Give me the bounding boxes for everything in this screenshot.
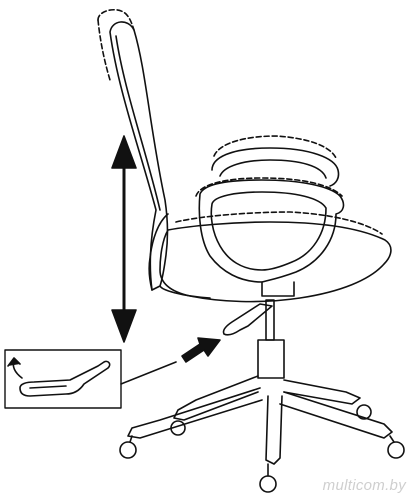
height-arrow-head-up bbox=[111, 135, 137, 169]
backrest-lower-support-inner bbox=[159, 285, 211, 299]
height-adjust-lever bbox=[222, 303, 273, 336]
backrest-inner bbox=[115, 35, 161, 211]
caster-front bbox=[259, 475, 277, 493]
base-leg-front bbox=[265, 395, 283, 465]
inset-lever-pivot bbox=[29, 385, 67, 389]
armrest-frame bbox=[198, 179, 345, 283]
armrest-raised-dashed-2 bbox=[195, 177, 343, 197]
seat-cushion-raised bbox=[175, 211, 383, 235]
backrest-raised-outline bbox=[97, 8, 135, 31]
armrest-frame-inner bbox=[210, 191, 327, 271]
watermark-logo: multicom.by bbox=[322, 477, 406, 494]
height-arrow-head-down bbox=[111, 309, 137, 343]
caster-left-mount bbox=[129, 435, 133, 443]
inset-lever bbox=[19, 360, 111, 397]
caster-right bbox=[387, 441, 405, 459]
gas-lift-cover bbox=[257, 339, 285, 379]
armrest-top bbox=[211, 147, 340, 187]
base-leg-right bbox=[279, 391, 393, 439]
caster-back-right bbox=[356, 404, 372, 420]
backrest-outline bbox=[109, 21, 169, 291]
seat-mechanism bbox=[261, 281, 295, 297]
inset-callout bbox=[120, 361, 177, 385]
armrest-top-inner bbox=[219, 159, 327, 179]
caster-left bbox=[119, 441, 137, 459]
base-leg-left bbox=[127, 387, 263, 439]
inset-lift-arrow-head bbox=[7, 357, 21, 367]
base-leg-back-left bbox=[173, 375, 259, 421]
seat-cushion bbox=[159, 221, 392, 303]
backrest-lower-support bbox=[148, 213, 169, 291]
armrest-raised-dashed bbox=[213, 135, 337, 159]
caster-back-left bbox=[170, 420, 186, 436]
backrest-raised-side bbox=[97, 19, 111, 81]
lever-pointer-arrow bbox=[181, 337, 221, 363]
caster-right-mount bbox=[389, 435, 395, 443]
lever-detail-inset bbox=[4, 349, 122, 409]
base-leg-back-right bbox=[283, 379, 361, 405]
